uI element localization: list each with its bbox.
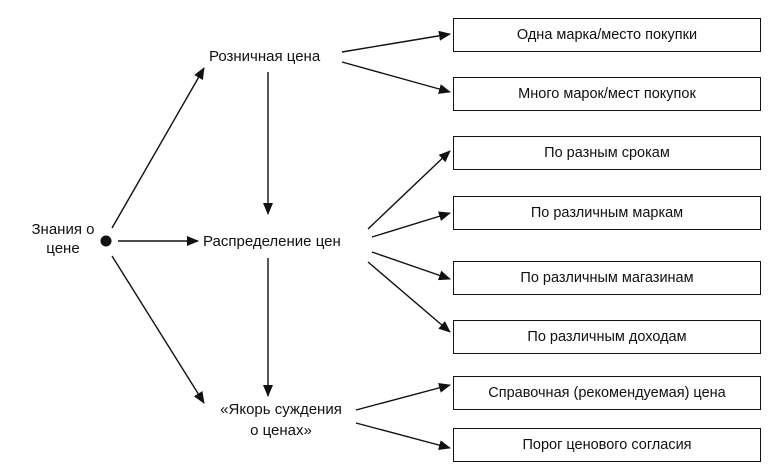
arrow-root-to-retail xyxy=(111,67,205,229)
arrow-distribution-to-box-4 xyxy=(367,261,451,333)
branch-anchor-line1: «Якорь суждения xyxy=(220,401,342,418)
box-distribution-incomes: По различным доходам xyxy=(453,320,761,354)
box-anchor-reference-price: Справочная (рекомендуемая) цена xyxy=(453,376,761,410)
box-anchor-threshold: Порог ценового согласия xyxy=(453,428,761,462)
branch-anchor-line2: о ценах» xyxy=(250,422,312,439)
arrow-anchor-to-box-2 xyxy=(355,422,451,451)
arrow-anchor-to-box-1 xyxy=(355,382,451,411)
box-retail-single: Одна марка/место покупки xyxy=(453,18,761,52)
box-retail-many: Много марок/мест покупок xyxy=(453,77,761,111)
arrow-distribution-to-box-1 xyxy=(367,150,451,230)
box-distribution-brands: По различным маркам xyxy=(453,196,761,230)
arrow-retail-to-box-1 xyxy=(341,30,451,53)
root-label: Знания о цене xyxy=(20,220,106,258)
box-distribution-stores: По различным магазинам xyxy=(453,261,761,295)
root-label-line2: цене xyxy=(46,240,80,257)
root-dot xyxy=(100,235,112,247)
box-distribution-terms: По разным срокам xyxy=(453,136,761,170)
branch-retail-label: Розничная цена xyxy=(209,48,321,65)
arrow-distribution-to-box-2 xyxy=(371,211,451,238)
root-label-line1: Знания о xyxy=(31,221,95,238)
branch-anchor-label: «Якорь суждения о ценах» xyxy=(196,400,366,440)
arrow-retail-to-box-2 xyxy=(341,61,451,94)
branch-distribution-label: Распределение цен xyxy=(203,233,341,250)
arrow-distribution-to-box-3 xyxy=(371,251,451,281)
arrow-root-to-anchor xyxy=(111,255,205,404)
